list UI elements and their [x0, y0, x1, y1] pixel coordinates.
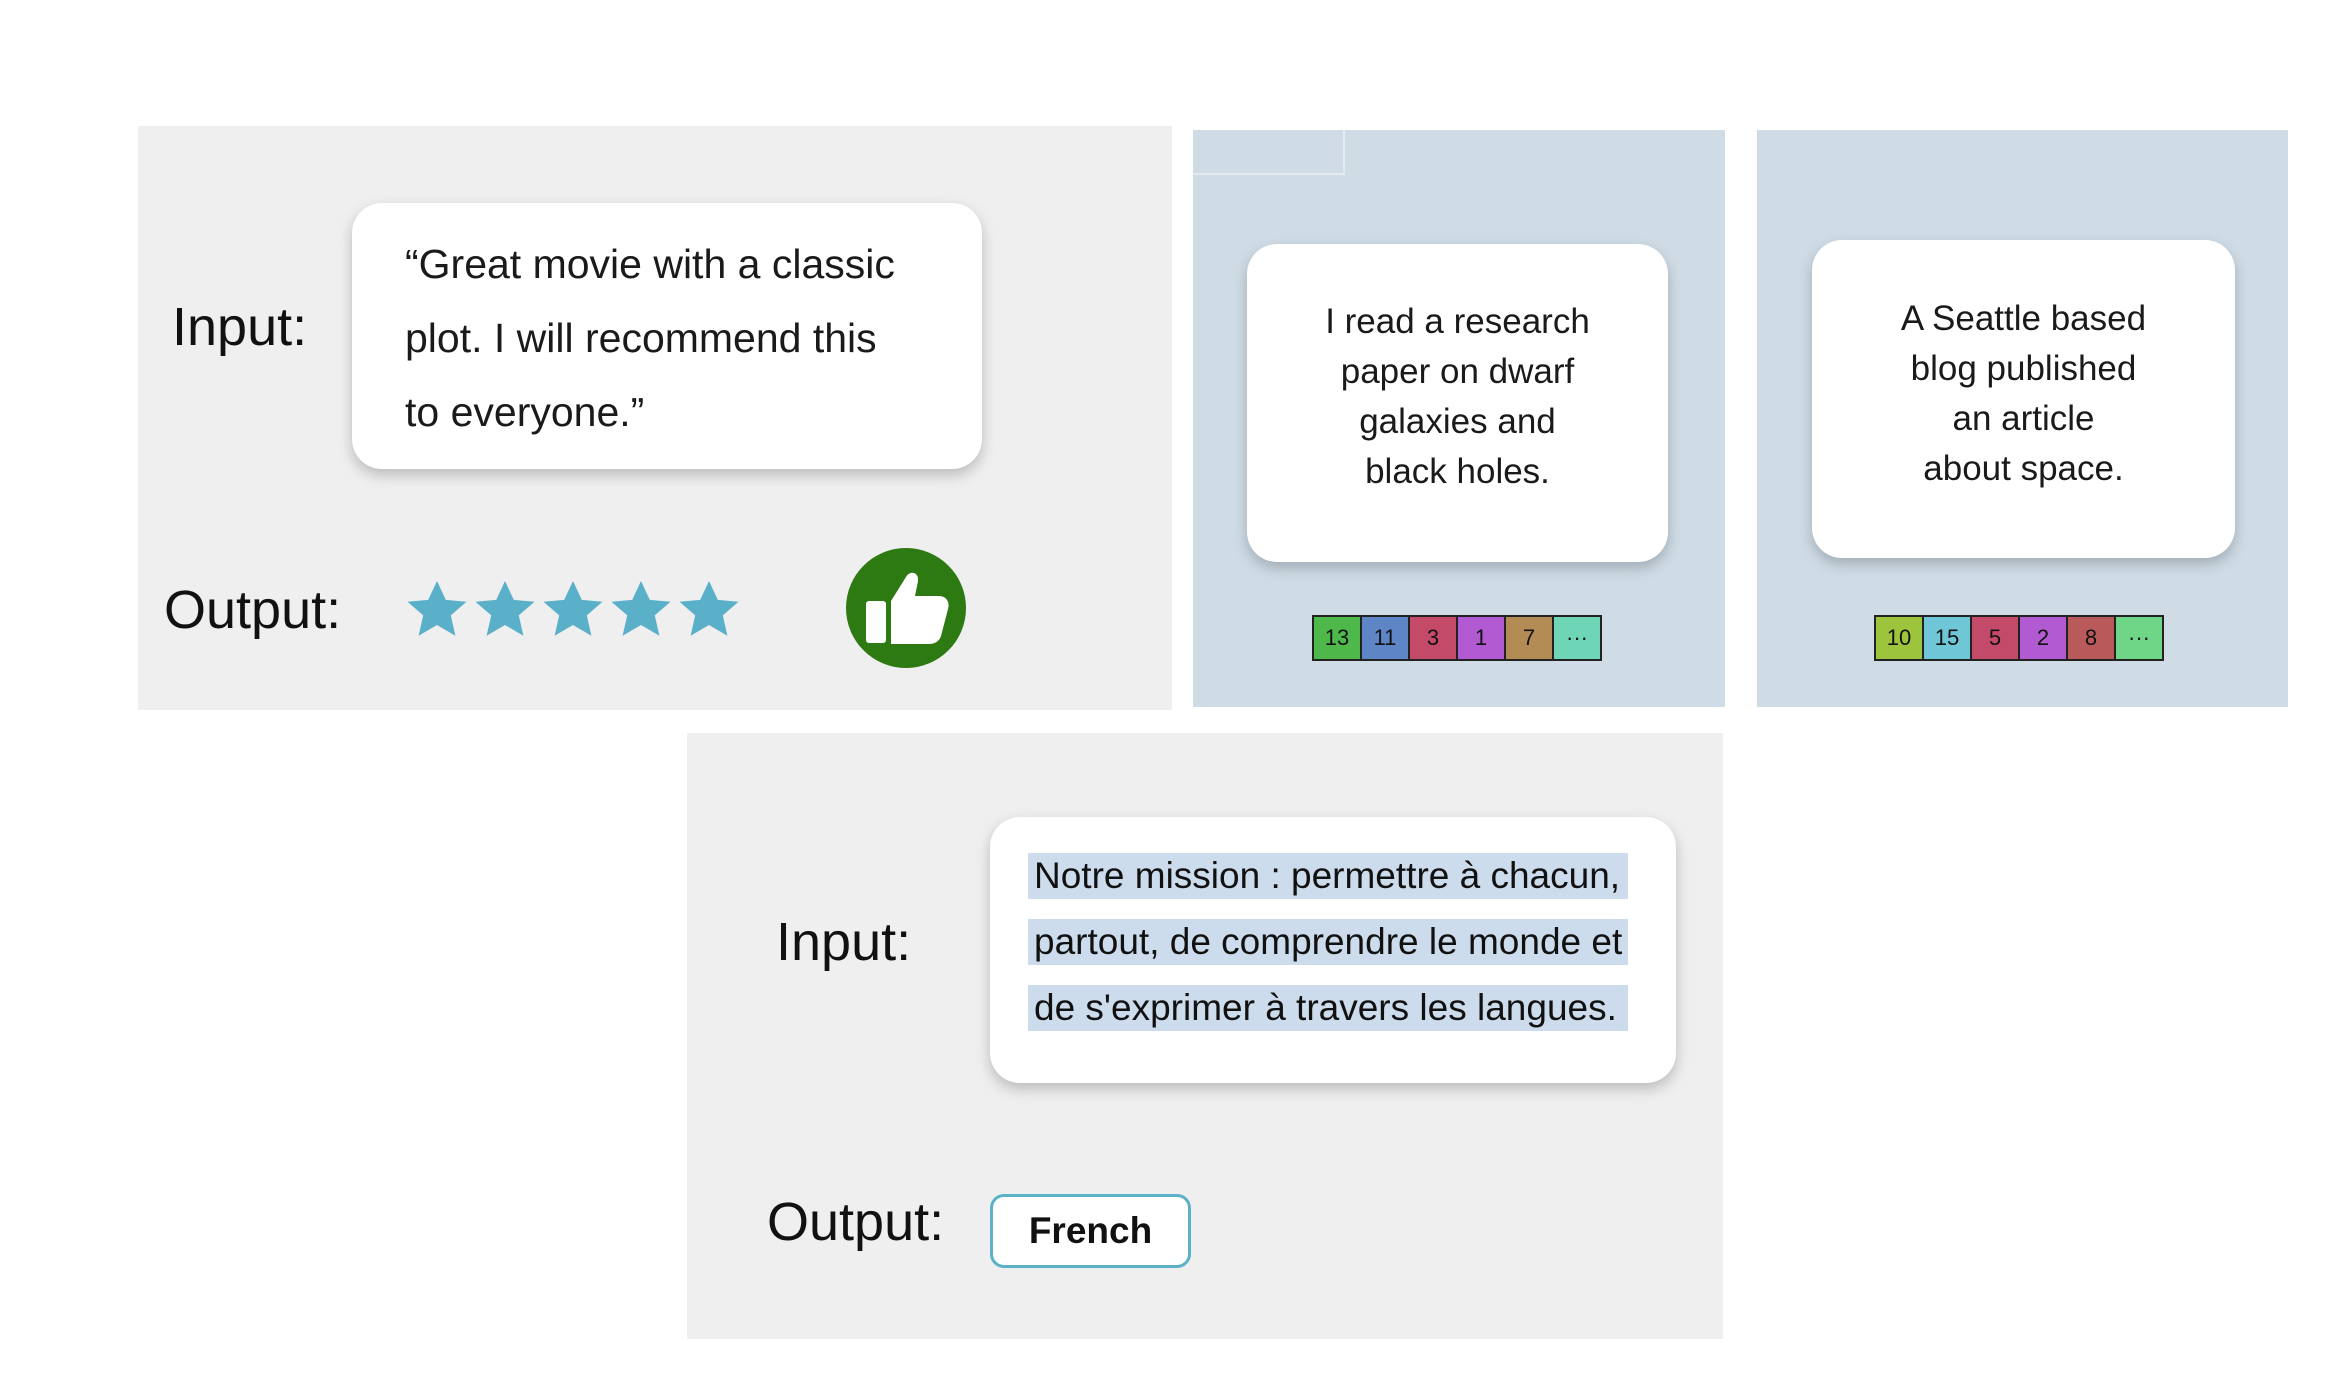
- text-card: Notre mission : permettre à chacun, part…: [990, 817, 1676, 1083]
- output-label: Output:: [767, 1192, 945, 1252]
- input-label: Input:: [776, 912, 912, 972]
- star-icon: [611, 581, 671, 636]
- token-cell: 2: [2020, 617, 2068, 659]
- input-label: Input:: [172, 297, 308, 357]
- embedding-panel-2: A Seattle based blog published an articl…: [1757, 130, 2288, 707]
- token-cell: 7: [1506, 617, 1554, 659]
- token-cell: ···: [1554, 617, 1600, 659]
- corner-frame: [1193, 130, 1345, 175]
- embedding-panel-1: I read a research paper on dwarf galaxie…: [1193, 130, 1725, 707]
- star-rating: [404, 578, 742, 644]
- token-cell: 5: [1972, 617, 2020, 659]
- text-line: partout, de comprendre le monde et: [1028, 919, 1629, 965]
- sentence-text: I read a research paper on dwarf galaxie…: [1247, 297, 1668, 497]
- review-text: “Great movie with a classic plot. I will…: [405, 227, 895, 449]
- token-cell: 11: [1362, 617, 1410, 659]
- sentence-line: galaxies and: [1359, 402, 1556, 441]
- star-icon: [475, 581, 535, 636]
- review-card: “Great movie with a classic plot. I will…: [352, 203, 982, 469]
- token-cell: 15: [1924, 617, 1972, 659]
- language-badge: French: [990, 1194, 1191, 1268]
- token-cell: 13: [1314, 617, 1362, 659]
- sentence-line: A Seattle based: [1900, 299, 2147, 338]
- review-line: “Great movie with a classic: [405, 241, 895, 287]
- language-panel: Input: Notre mission : permettre à chacu…: [687, 733, 1723, 1339]
- star-icon: [407, 581, 467, 636]
- text-line: Notre mission : permettre à chacun,: [1028, 853, 1629, 899]
- token-cell: 10: [1876, 617, 1924, 659]
- sentence-line: about space.: [1923, 449, 2124, 488]
- text-line: de s'exprimer à travers les langues.: [1028, 985, 1629, 1031]
- sentence-line: black holes.: [1365, 452, 1550, 491]
- thumbs-up-icon: [846, 548, 966, 668]
- token-cell: ···: [2116, 617, 2162, 659]
- highlighted-text: Notre mission : permettre à chacun, part…: [1028, 853, 1629, 1051]
- sentiment-panel: Input: “Great movie with a classic plot.…: [138, 126, 1172, 710]
- token-cell: 3: [1410, 617, 1458, 659]
- sentence-card: I read a research paper on dwarf galaxie…: [1247, 244, 1668, 562]
- star-icon: [543, 581, 603, 636]
- output-label: Output:: [164, 580, 342, 640]
- review-line: plot. I will recommend this: [405, 315, 877, 361]
- star-icon: [679, 581, 739, 636]
- token-cell: 1: [1458, 617, 1506, 659]
- sentence-card: A Seattle based blog published an articl…: [1812, 240, 2235, 558]
- sentence-line: blog published: [1910, 349, 2137, 388]
- sentence-line: paper on dwarf: [1340, 352, 1575, 391]
- sentence-line: I read a research: [1325, 302, 1590, 341]
- sentence-line: an article: [1952, 399, 2095, 438]
- token-cell: 8: [2068, 617, 2116, 659]
- review-line: to everyone.”: [405, 389, 645, 435]
- sentence-text: A Seattle based blog published an articl…: [1812, 294, 2235, 494]
